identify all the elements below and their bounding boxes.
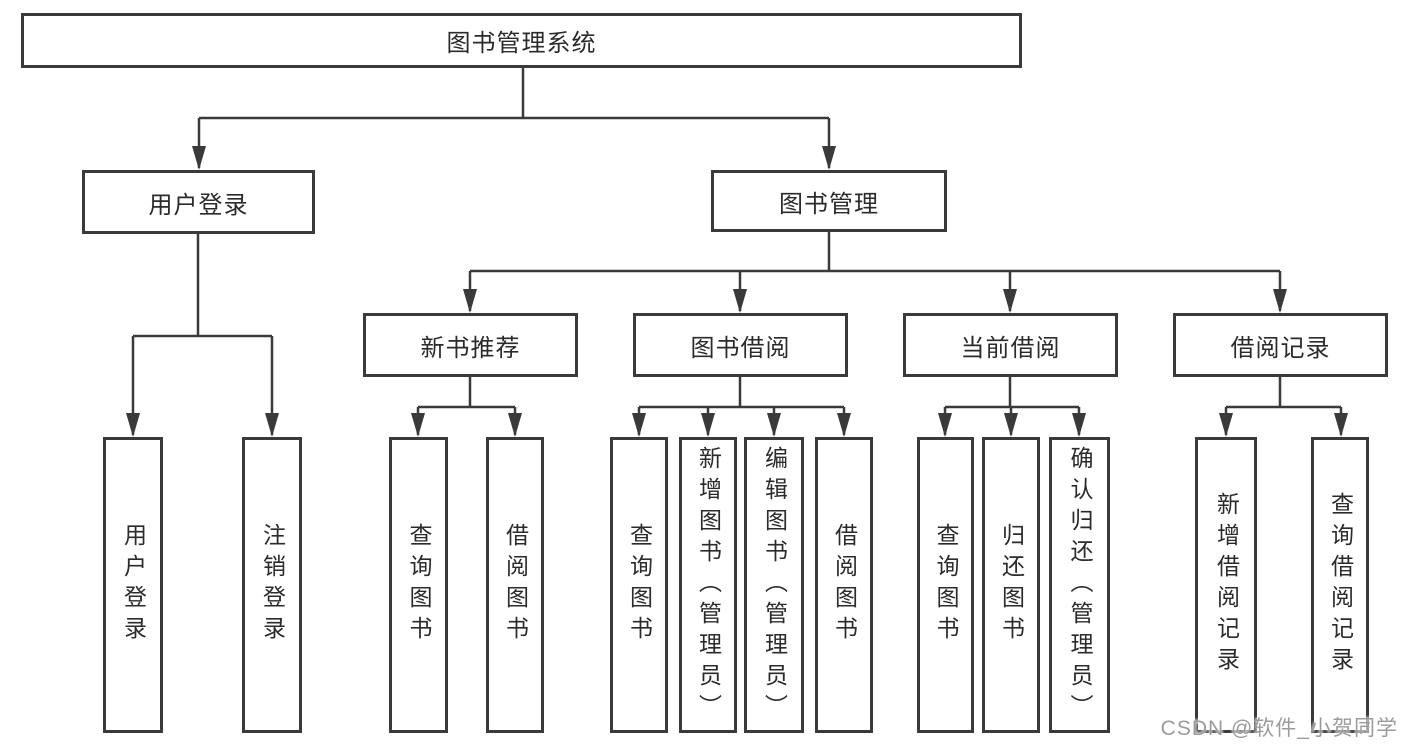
leaf-confirm-return-admin: 确认归还（管理员）: [1049, 437, 1110, 733]
leaf-current-query-books-label: 查询图书: [933, 523, 959, 647]
leaf-borrow-query-books-label: 查询图书: [626, 523, 653, 647]
arrowheads: [126, 146, 1348, 437]
node-borrowing-records-label: 借阅记录: [1230, 334, 1331, 362]
node-book-management: 图书管理: [711, 170, 947, 232]
leaf-add-books-admin: 新增图书（管理员）: [679, 437, 737, 733]
leaf-confirm-return-admin-label: 确认归还（管理员）: [1067, 445, 1093, 725]
node-book-borrowing: 图书借阅: [633, 313, 848, 377]
leaf-logout: 注销登录: [242, 437, 302, 733]
leaf-logout-label: 注销登录: [259, 523, 286, 647]
node-root-label: 图书管理系统: [446, 30, 597, 57]
leaf-add-borrow-record-label: 新增借阅记录: [1213, 492, 1240, 678]
node-current-borrowing: 当前借阅: [903, 313, 1118, 377]
leaf-recommend-borrow-books: 借阅图书: [486, 437, 544, 733]
node-current-borrowing-label: 当前借阅: [960, 334, 1061, 362]
csdn-watermark: CSDN @软件_小贺同学: [1160, 717, 1398, 740]
leaf-return-books-label: 归还图书: [998, 523, 1025, 647]
leaf-query-borrow-record: 查询借阅记录: [1311, 437, 1369, 733]
node-new-book-recommend: 新书推荐: [363, 313, 578, 377]
leaf-user-login-label: 用户登录: [120, 523, 147, 647]
leaf-edit-books-admin: 编辑图书（管理员）: [744, 437, 804, 733]
leaf-borrow-borrow-books-label: 借阅图书: [831, 523, 858, 647]
node-user-login: 用户登录: [82, 170, 315, 234]
leaf-borrow-query-books: 查询图书: [610, 437, 668, 733]
node-book-borrowing-label: 图书借阅: [690, 334, 791, 362]
leaf-recommend-borrow-books-label: 借阅图书: [502, 523, 529, 647]
leaf-add-books-admin-label: 新增图书（管理员）: [695, 445, 722, 725]
node-borrowing-records: 借阅记录: [1173, 313, 1388, 377]
leaf-add-borrow-record: 新增借阅记录: [1195, 437, 1257, 733]
leaf-user-login: 用户登录: [103, 437, 163, 733]
leaf-edit-books-admin-label: 编辑图书（管理员）: [761, 445, 788, 725]
leaf-current-query-books: 查询图书: [917, 437, 974, 733]
leaf-recommend-query-books-label: 查询图书: [406, 523, 432, 647]
leaf-return-books: 归还图书: [982, 437, 1040, 733]
leaf-query-borrow-record-label: 查询借阅记录: [1327, 492, 1354, 678]
leaf-borrow-borrow-books: 借阅图书: [815, 437, 873, 733]
node-new-book-recommend-label: 新书推荐: [420, 334, 521, 362]
node-book-management-label: 图书管理: [779, 190, 879, 218]
node-user-login-label: 用户登录: [148, 191, 249, 219]
node-root: 图书管理系统: [21, 13, 1022, 68]
leaf-recommend-query-books: 查询图书: [389, 437, 448, 733]
